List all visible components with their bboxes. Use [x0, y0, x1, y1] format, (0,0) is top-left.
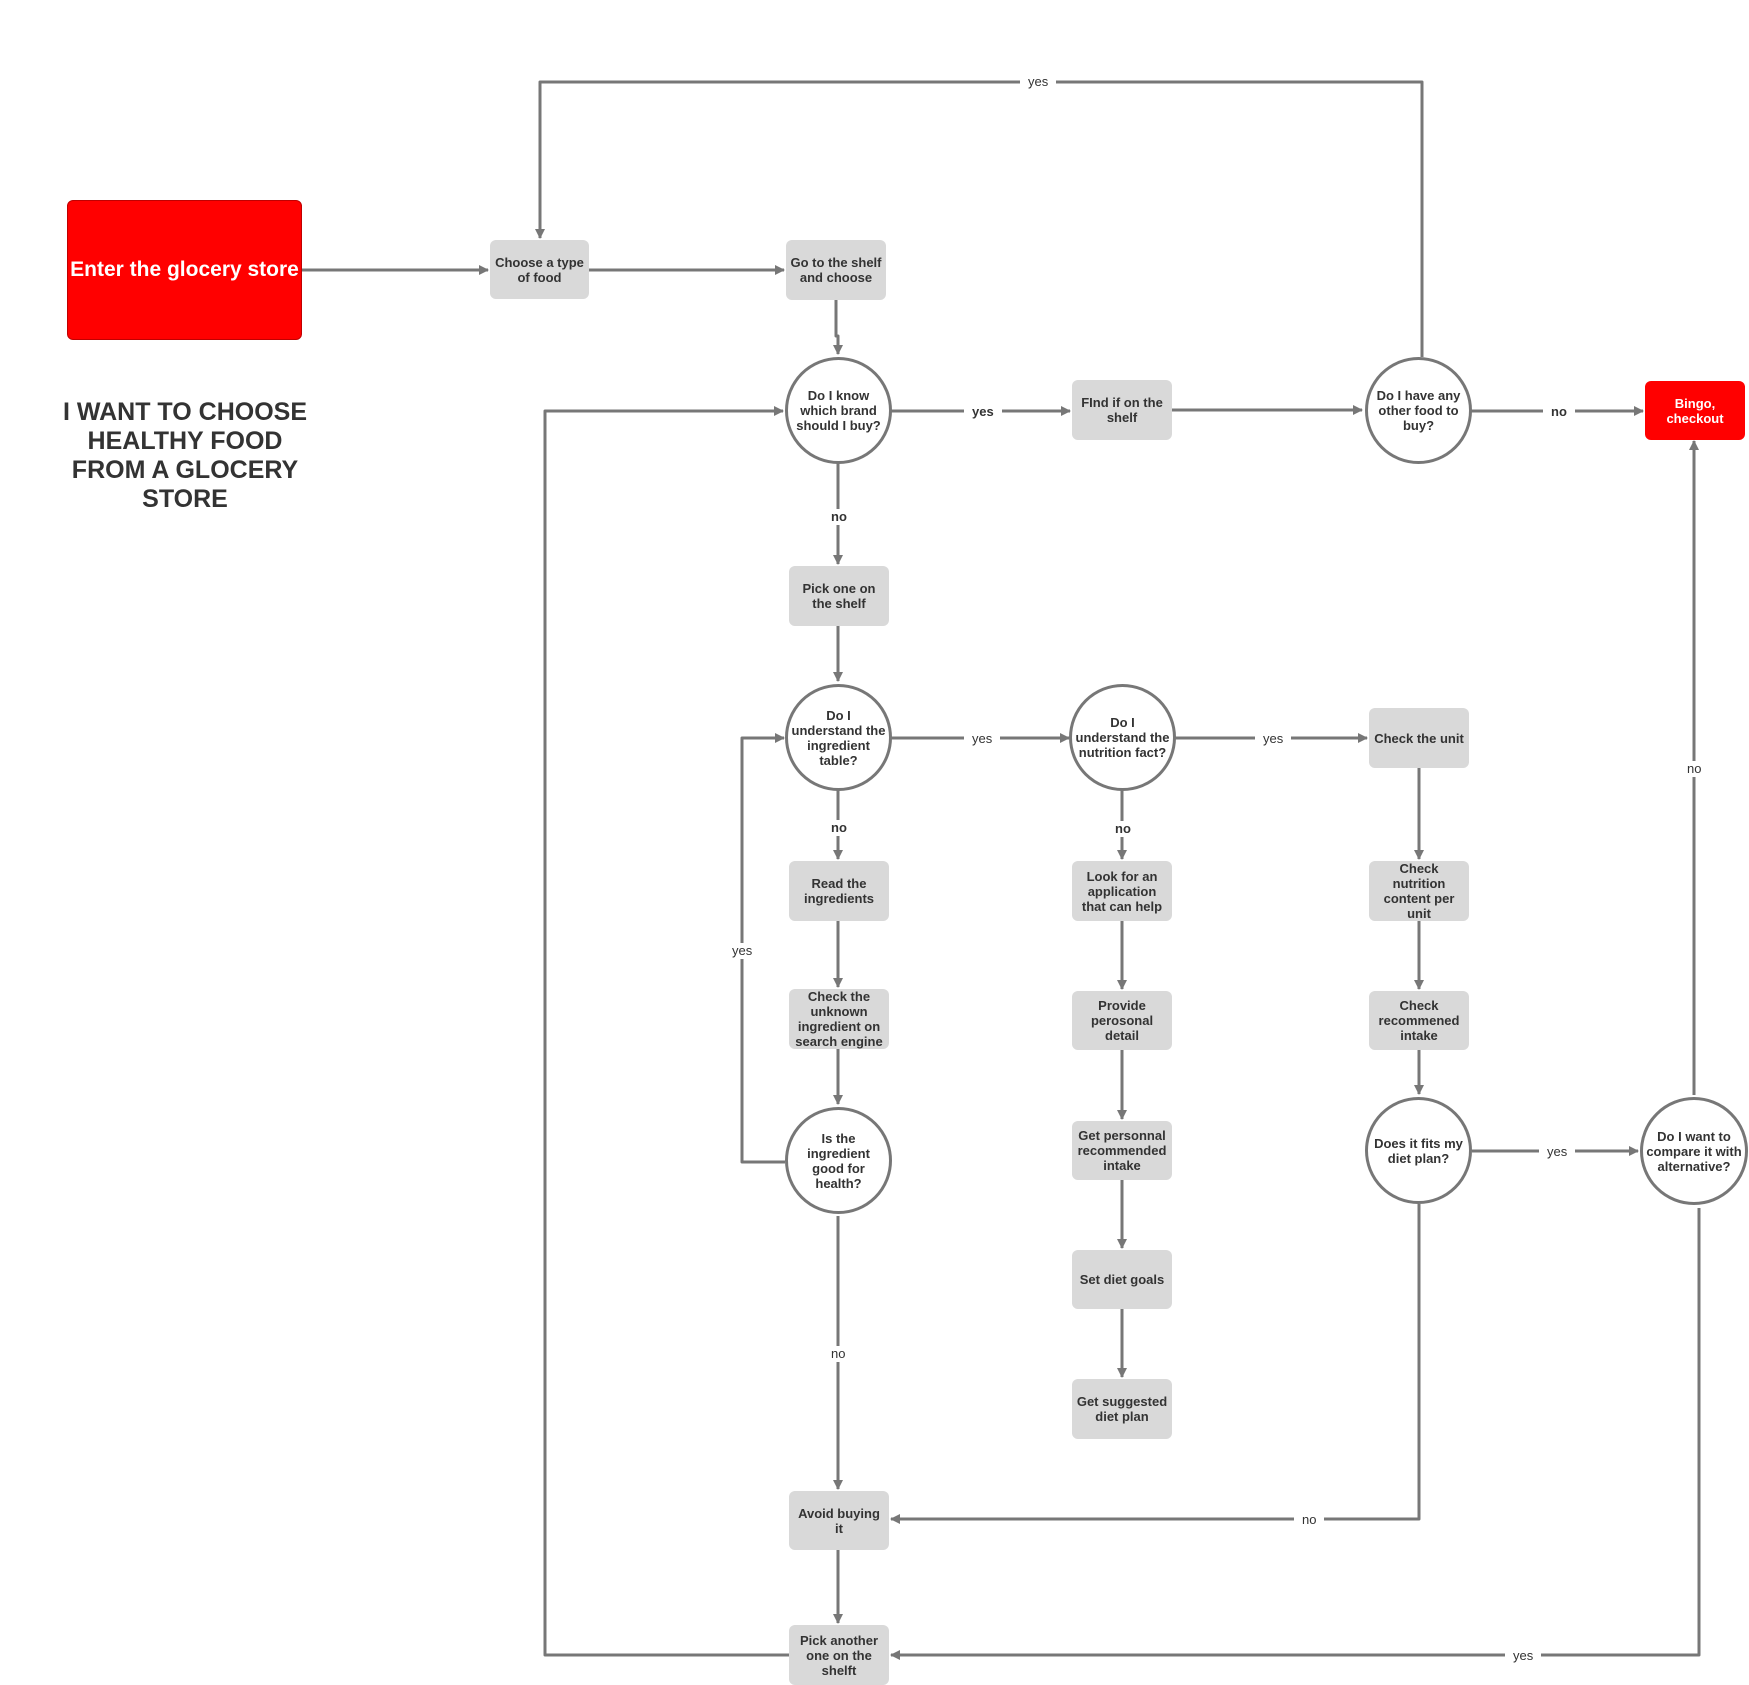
edge-other-to-choose-loop [535, 80, 1424, 357]
process-label: Read the ingredients [803, 876, 875, 906]
decision-label: Is the ingredient good for health? [807, 1130, 870, 1191]
edge-label-ingredient-no: no [823, 820, 855, 836]
edge-label-fits-no: no [1294, 1512, 1325, 1528]
edge-label-compare-no: no [1679, 761, 1710, 777]
process-label: Go to the shelf and choose [790, 255, 882, 285]
start-node-label: Enter the glocery store [70, 258, 299, 281]
start-node[interactable]: Enter the glocery store [67, 200, 302, 340]
edge-label-loop-yes: yes [1020, 74, 1057, 90]
process-go-to-shelf[interactable]: Go to the shelf and choose [786, 240, 886, 300]
decision-label: Do I understand the ingredient table? [791, 707, 886, 768]
end-checkout[interactable]: Bingo, checkout [1645, 381, 1745, 440]
decision-good-for-health[interactable]: Is the ingredient good for health? [785, 1107, 892, 1214]
edge-compare-to-another [890, 1208, 1701, 1660]
edge-label-compare-yes: yes [1505, 1648, 1542, 1664]
process-choose-type[interactable]: Choose a type of food [490, 240, 589, 299]
decision-understand-nutrition[interactable]: Do I understand the nutrition fact? [1069, 684, 1176, 791]
process-pick-one[interactable]: Pick one on the shelf [789, 566, 889, 626]
process-find-on-shelf[interactable]: FInd if on the shelf [1072, 380, 1172, 440]
decision-label: Does it fits my diet plan? [1374, 1135, 1463, 1166]
decision-understand-ingredient[interactable]: Do I understand the ingredient table? [785, 684, 892, 791]
decision-compare-alternative[interactable]: Do I want to compare it with alternative… [1640, 1097, 1748, 1205]
process-label: Check recommened intake [1378, 998, 1460, 1043]
edge-label-health-yes: yes [724, 943, 761, 959]
process-label: Get suggested diet plan [1076, 1394, 1168, 1424]
process-label: FInd if on the shelf [1081, 395, 1163, 425]
process-label: Look for an application that can help [1081, 868, 1163, 914]
decision-label: Do I know which brand should I buy? [796, 388, 881, 433]
edge-label-brand-no: no [823, 509, 855, 525]
process-label: Provide perosonal detail [1090, 998, 1154, 1043]
process-label: Get personnal recommended intake [1077, 1128, 1167, 1173]
process-read-ingredients[interactable]: Read the ingredients [789, 861, 889, 921]
decision-know-brand[interactable]: Do I know which brand should I buy? [785, 357, 892, 464]
edge-fits-to-avoid [890, 1204, 1421, 1524]
process-set-diet-goals[interactable]: Set diet goals [1072, 1250, 1172, 1309]
process-label: Set diet goals [1079, 1272, 1165, 1287]
decision-label: Do I have any other food to buy? [1376, 388, 1461, 433]
process-personal-intake[interactable]: Get personnal recommended intake [1072, 1121, 1172, 1180]
decision-fits-diet-plan[interactable]: Does it fits my diet plan? [1365, 1097, 1472, 1204]
process-check-unit[interactable]: Check the unit [1369, 708, 1469, 768]
edge-label-fits-yes: yes [1539, 1144, 1576, 1160]
process-look-application[interactable]: Look for an application that can help [1072, 861, 1172, 921]
decision-other-food[interactable]: Do I have any other food to buy? [1365, 357, 1472, 464]
decision-label: Do I want to compare it with alternative… [1646, 1128, 1742, 1174]
process-label: Pick another one on the shelft [799, 1632, 879, 1678]
edge-label-nutrition-no: no [1107, 821, 1139, 837]
decision-label: Do I understand the nutrition fact? [1075, 715, 1170, 760]
diagram-title: I WANT TO CHOOSE HEALTHY FOOD FROM A GLO… [63, 398, 307, 513]
process-recommended-intake[interactable]: Check recommened intake [1369, 991, 1469, 1050]
edge-shelf-to-brand [833, 300, 843, 355]
edge-label-ingredient-yes: yes [964, 731, 1001, 747]
process-label: Check the unknown ingredient on search e… [795, 989, 883, 1049]
end-label: Bingo, checkout [1666, 395, 1724, 426]
process-pick-another[interactable]: Pick another one on the shelft [789, 1625, 889, 1685]
edge-label-nutrition-yes: yes [1255, 731, 1292, 747]
edge-label-brand-yes: yes [964, 404, 1002, 420]
edge-another-to-brand-loop [543, 406, 789, 1657]
process-provide-detail[interactable]: Provide perosonal detail [1072, 991, 1172, 1050]
process-check-unknown[interactable]: Check the unknown ingredient on search e… [789, 989, 889, 1049]
process-label: Check nutrition content per unit [1383, 861, 1455, 921]
process-avoid-buying[interactable]: Avoid buying it [789, 1491, 889, 1550]
process-nutrition-per-unit[interactable]: Check nutrition content per unit [1369, 861, 1469, 921]
process-suggested-plan[interactable]: Get suggested diet plan [1072, 1379, 1172, 1439]
process-label: Pick one on the shelf [802, 581, 876, 611]
process-label: Choose a type of food [495, 254, 584, 285]
edge-label-other-no: no [1543, 404, 1575, 420]
process-label: Avoid buying it [798, 1505, 880, 1536]
edge-label-health-no: no [823, 1346, 854, 1362]
process-label: Check the unit [1374, 730, 1464, 746]
